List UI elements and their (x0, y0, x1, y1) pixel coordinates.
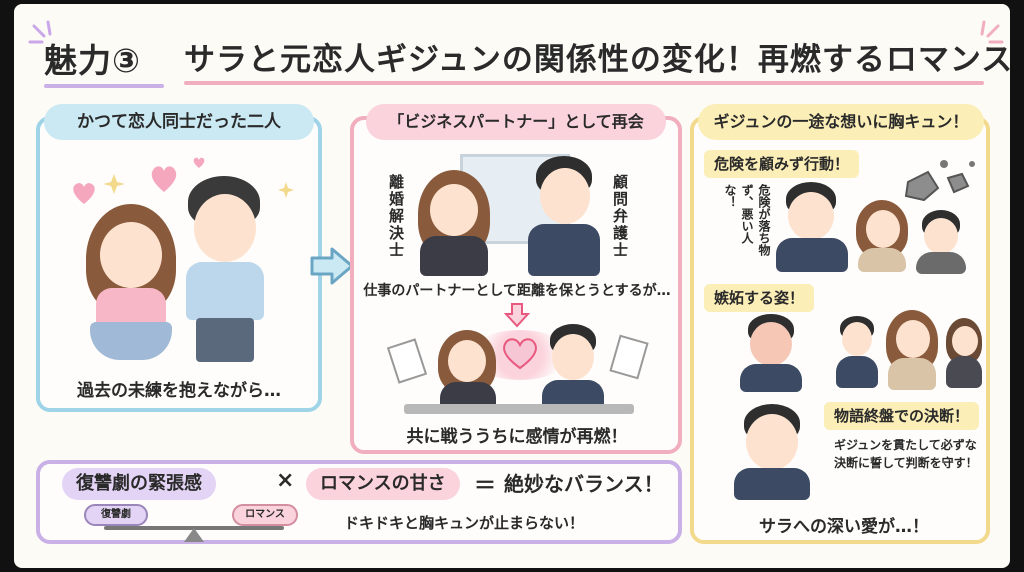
business-caption-top: 仕事のパートナーとして距離を保とうとするが… (363, 283, 671, 299)
scene3-title: 物語終盤での決断！ (824, 402, 980, 430)
sara-figure (414, 170, 494, 276)
scale-pivot-icon (184, 528, 204, 542)
arrow-right-icon (310, 247, 354, 285)
balance-right-pill: ロマンスの甘さ (306, 468, 460, 500)
scene3-text: ギジュンを貫たして必ずな決断に誓して判断を守す！ (834, 438, 978, 470)
bystander-woman-figure (944, 318, 984, 388)
gijun-protecting-figure (772, 182, 852, 272)
attacker-figure (914, 210, 968, 274)
rival-man-figure (834, 316, 880, 388)
tag-divorce-solver: 離婚解決士 (387, 174, 405, 259)
arrow-down-icon (504, 303, 530, 328)
page-title: サラと元恋人ギジュンの関係性の変化！再燃するロマンス (184, 42, 1010, 78)
business-caption-bottom: 共に戦ううちに感情が再燃！ (406, 427, 628, 447)
scene2-title: 嫉妬する姿！ (704, 284, 815, 312)
panel-past-caption: 過去の未練を抱えながら… (77, 381, 281, 401)
title-underline (184, 81, 984, 85)
floating-hearts-icon (73, 157, 294, 204)
gijun-figure (522, 156, 606, 276)
gijun-jealous-figure (736, 314, 806, 392)
scene1-title: 危険を顧みず行動！ (704, 150, 860, 178)
balance-left-pill: 復讐劇の緊張感 (62, 468, 216, 500)
panel-past-lovers (36, 116, 322, 412)
sparkle-lines-icon (980, 20, 1004, 44)
sara-smiling-figure (884, 310, 940, 390)
sparkle-lines-icon (28, 20, 52, 44)
sara-young-figure (82, 204, 182, 364)
scale-right-label: ロマンス (232, 504, 298, 526)
heart-icon (503, 338, 537, 370)
balance-result: 絶妙なバランス！ (504, 472, 664, 496)
sara-protected-figure (854, 200, 910, 272)
equals-sign: ＝ (474, 474, 497, 499)
scene1-bubble: 危険が落ち物ず、悪い人な！ (723, 184, 771, 256)
falling-debris-icon (904, 160, 975, 202)
panel-devotion-label: ギジュンの一途な想いに胸キュン！ (698, 104, 984, 140)
sara-working-figure (434, 330, 500, 412)
gijun-determined-figure (730, 404, 814, 500)
desk (404, 404, 634, 414)
title-tag-wrap: 魅力③ (44, 34, 164, 88)
balance-subtext: ドキドキと胸キュンが止まらない！ (344, 514, 585, 532)
panel-devotion-caption: サラへの深い愛が…！ (759, 517, 929, 537)
panel-business (350, 116, 682, 454)
panel-past-label: かつて恋人同士だった二人 (44, 104, 314, 140)
gijun-young-figure (174, 176, 274, 366)
gijun-working-figure (538, 324, 608, 410)
title-main-wrap: サラと元恋人ギジュンの関係性の変化！再燃するロマンス (184, 34, 1010, 85)
title-tag-underline (44, 84, 164, 88)
tag-legal-advisor: 顧問弁護士 (611, 174, 629, 259)
title-tag: 魅力③ (44, 41, 141, 80)
panel-business-label: 「ビジネスパートナー」として再会 (366, 104, 666, 140)
times-sign: × (276, 468, 295, 493)
infographic-canvas: 魅力③ サラと元恋人ギジュンの関係性の変化！再燃するロマンス かつて恋人同士だっ… (14, 4, 1010, 568)
scale-left-label: 復讐劇 (84, 504, 148, 526)
